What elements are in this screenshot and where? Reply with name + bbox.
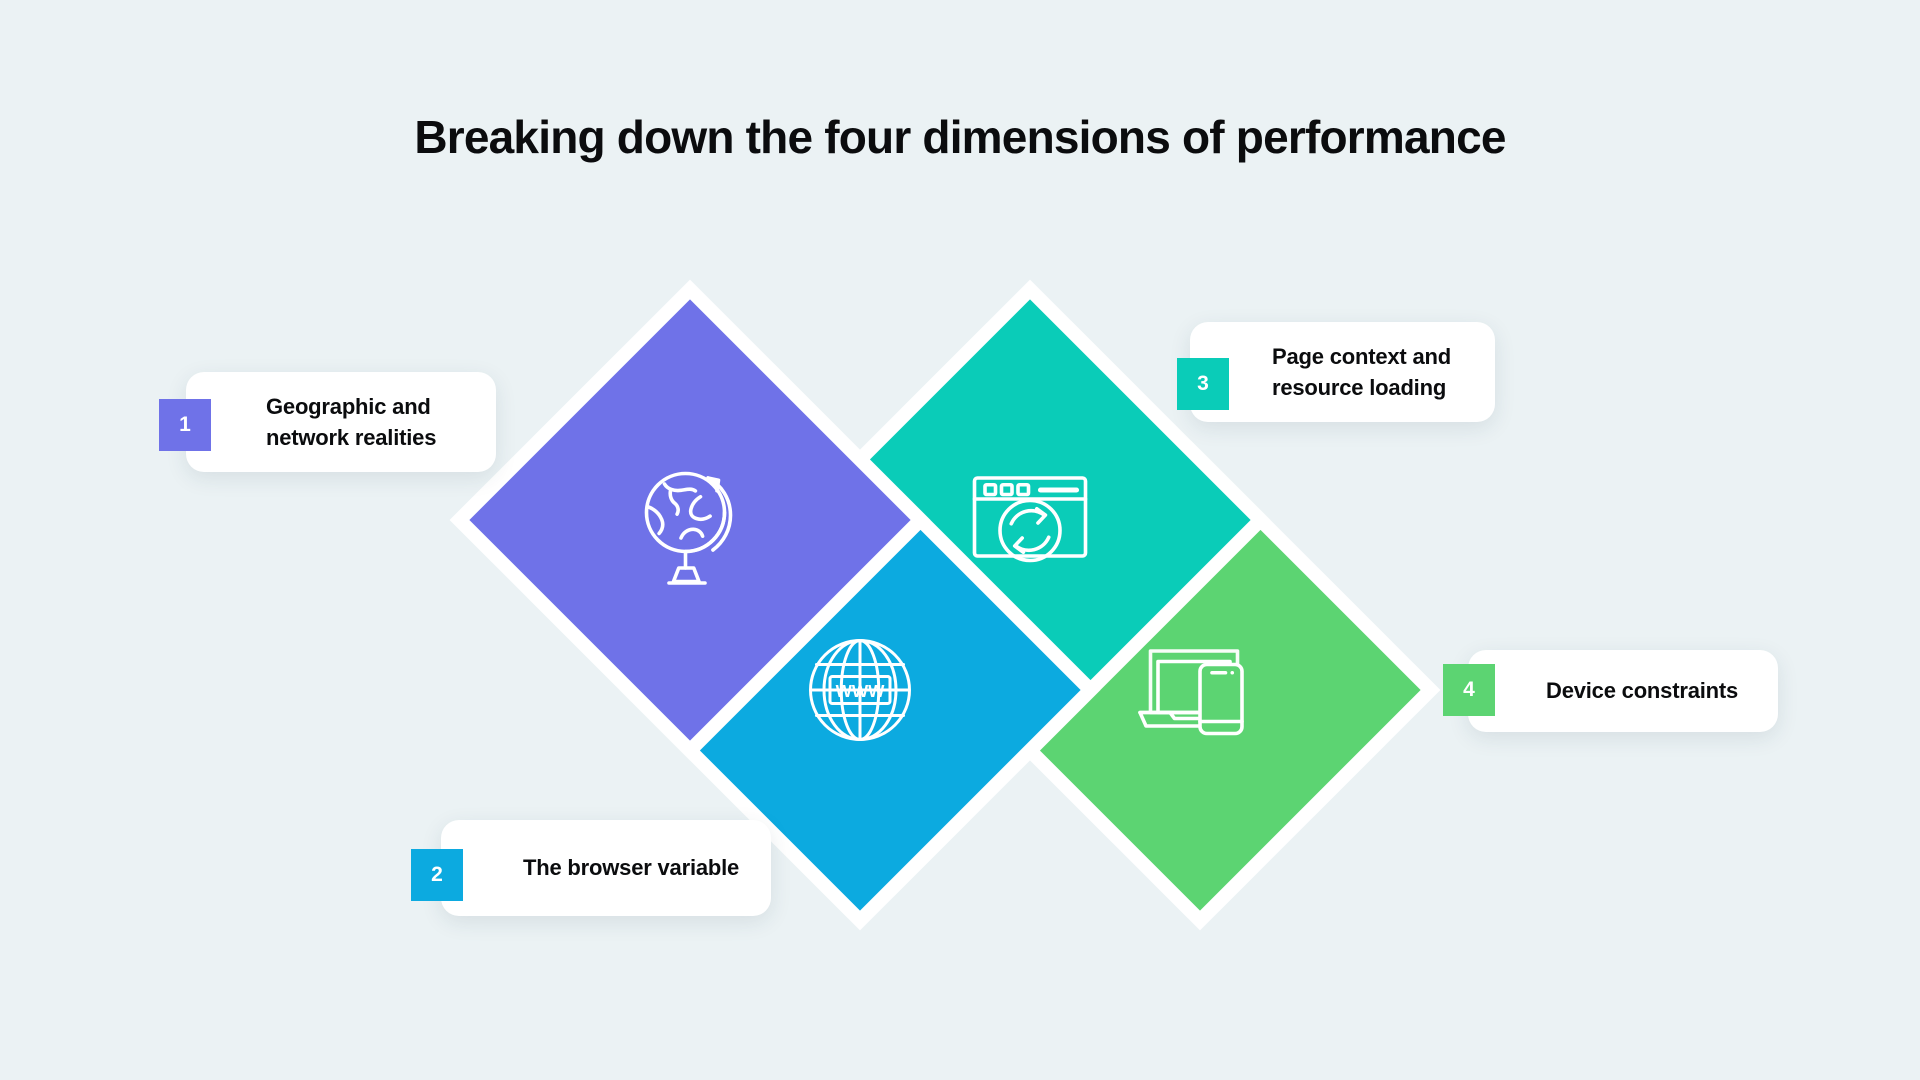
diamond-face-browser: WWW	[639, 469, 1081, 911]
www-globe-icon: WWW	[785, 615, 935, 765]
label-card-geographic[interactable]: Geographic and network realities	[186, 372, 496, 472]
label-line-2: resource loading	[1272, 375, 1447, 400]
badge-number-1: 1	[159, 399, 211, 451]
label-card-geographic-text: Geographic and network realities	[266, 391, 436, 453]
svg-text:WWW: WWW	[836, 681, 886, 701]
badge-number-4: 4	[1443, 664, 1495, 716]
label-card-page-context-text: Page context and resource loading	[1272, 341, 1451, 403]
label-card-page-context[interactable]: Page context and resource loading	[1190, 322, 1495, 422]
diamond-face-geographic	[469, 299, 911, 741]
label-line-1: The browser variable	[523, 855, 740, 881]
label-line-2: network realities	[266, 425, 437, 450]
label-line-1: Device constraints	[1546, 678, 1739, 704]
badge-number-3: 3	[1177, 358, 1229, 410]
label-line-1: Page context and	[1272, 343, 1451, 369]
diamond-page-context[interactable]	[789, 279, 1271, 761]
diamond-geographic[interactable]	[449, 279, 931, 761]
diamond-browser[interactable]: WWW	[619, 449, 1101, 931]
browser-reload-icon	[955, 445, 1105, 595]
page-title: Breaking down the four dimensions of per…	[414, 111, 1506, 163]
label-card-device-text: Device constraints	[1546, 675, 1738, 706]
diamond-face-page-context	[809, 299, 1251, 741]
desk-globe-icon	[615, 445, 765, 595]
diamond-face-device	[979, 469, 1421, 911]
laptop-phone-icon	[1125, 615, 1275, 765]
badge-number-2: 2	[411, 849, 463, 901]
label-card-device[interactable]: Device constraints	[1468, 650, 1778, 732]
label-card-browser-text: The browser variable	[523, 852, 739, 883]
label-card-browser[interactable]: The browser variable	[441, 820, 771, 916]
diamond-device[interactable]	[959, 449, 1441, 931]
label-line-1: Geographic and	[266, 393, 431, 419]
